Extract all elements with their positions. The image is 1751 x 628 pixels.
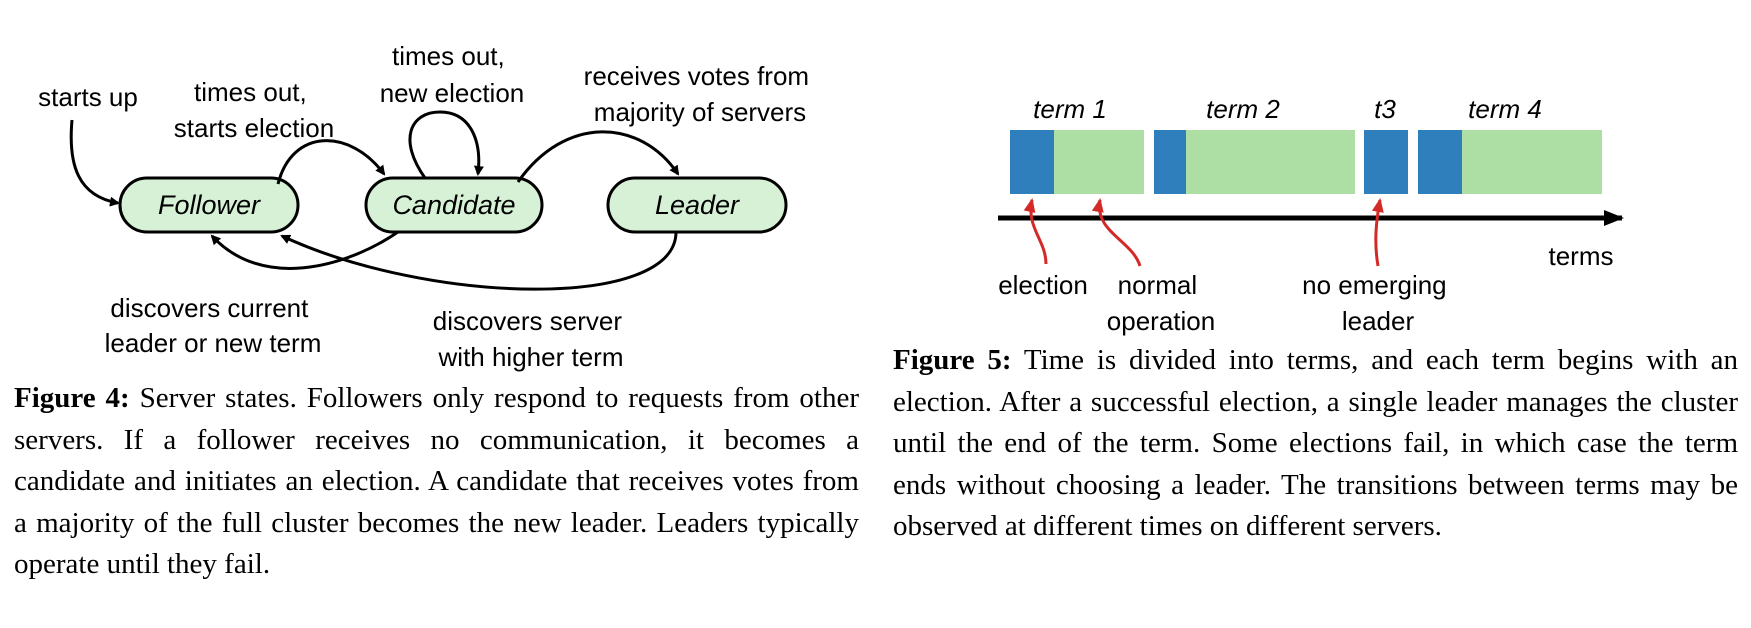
term-4-normal-operation-segment	[1462, 130, 1602, 194]
label-receives-votes-line2: majority of servers	[594, 97, 806, 127]
term-label-1: term 1	[1033, 94, 1107, 124]
state-candidate-label: Candidate	[392, 190, 515, 220]
arrow-leader-to-follower	[280, 231, 678, 291]
term-label-4: term 4	[1468, 94, 1542, 124]
annotation-label-normal-operation-line1: normal	[1118, 270, 1197, 300]
term-3-election-segment	[1364, 130, 1408, 194]
figure-4-caption-label: Figure 4:	[14, 382, 130, 414]
term-1-election-segment	[1010, 130, 1054, 194]
term-label-2: term 2	[1206, 94, 1280, 124]
time-axis-label: terms	[1549, 241, 1614, 271]
arrow-candidate-to-follower	[210, 230, 399, 270]
state-candidate: Candidate	[364, 176, 544, 234]
label-discovers-server-higher-term: discovers server with higher term	[433, 306, 630, 372]
arrow-candidate-self-loop	[408, 110, 484, 179]
term-block-3	[1364, 130, 1408, 194]
annotation-label-election: election	[998, 270, 1088, 300]
state-leader-shape	[606, 176, 788, 234]
annotation-label-normal-operation-line2: operation	[1107, 306, 1215, 336]
label-discovers-current-leader-line1: discovers current	[110, 293, 309, 323]
label-receives-votes-line1: receives votes from	[584, 61, 809, 91]
term-1-normal-operation-segment	[1054, 130, 1144, 194]
label-times-out-starts-election-line1: times out,	[194, 77, 307, 107]
label-discovers-current-leader: discovers current leader or new term	[105, 293, 322, 358]
annotation-label-no-emerging-leader-line1: no emerging	[1302, 270, 1447, 300]
label-times-out-new-election-line1: times out,	[392, 41, 505, 71]
figure-4-caption: Figure 4: Server states. Followers only …	[14, 378, 859, 586]
annotation-arrow-election	[1023, 198, 1048, 265]
label-discovers-server-higher-term-line2: with higher term	[438, 342, 624, 372]
figure-5-caption-label: Figure 5:	[893, 344, 1012, 376]
annotation-label-no-emerging-leader: no emerging leader	[1302, 270, 1454, 336]
annotation-arrow-no-emerging-leader	[1371, 198, 1384, 267]
annotation-arrow-normal-operation	[1091, 198, 1142, 267]
figure-4-caption-text: Server states. Followers only respond to…	[14, 382, 859, 580]
label-times-out-new-election-line2: new election	[380, 78, 525, 108]
state-leader: Leader	[606, 176, 788, 234]
state-follower: Follower	[118, 176, 300, 234]
figure-5-caption-text: Time is divided into terms, and each ter…	[893, 344, 1738, 542]
figure-5-caption: Figure 5: Time is divided into terms, an…	[893, 340, 1738, 548]
annotation-label-no-emerging-leader-line2: leader	[1342, 306, 1415, 336]
term-4-election-segment	[1418, 130, 1462, 194]
annotation-label-normal-operation: normal operation	[1107, 270, 1215, 336]
label-discovers-current-leader-line2: leader or new term	[105, 328, 322, 358]
state-follower-shape	[118, 176, 300, 234]
label-times-out-starts-election: times out, starts election	[174, 77, 334, 143]
label-times-out-starts-election-line2: starts election	[174, 113, 334, 143]
arrow-candidate-to-leader	[516, 130, 680, 183]
state-candidate-shape	[364, 176, 544, 234]
figure-5-diagram: term 1 term 2 t3 term 4 terms el	[998, 94, 1624, 336]
label-receives-votes: receives votes from majority of servers	[584, 61, 817, 127]
term-block-1	[1010, 130, 1144, 194]
term-label-3: t3	[1374, 94, 1396, 124]
state-follower-label: Follower	[158, 190, 261, 220]
term-2-normal-operation-segment	[1186, 130, 1355, 194]
figure-4-diagram: Follower Candidate Leader starts up time…	[38, 41, 817, 372]
term-block-2	[1154, 130, 1355, 194]
term-2-election-segment	[1154, 130, 1186, 194]
arrow-follower-to-candidate	[276, 139, 386, 185]
term-block-4	[1418, 130, 1602, 194]
label-starts-up: starts up	[38, 82, 138, 112]
label-discovers-server-higher-term-line1: discovers server	[433, 306, 623, 336]
state-leader-label: Leader	[655, 190, 740, 220]
label-times-out-new-election: times out, new election	[380, 41, 525, 108]
arrow-starts-up	[69, 119, 120, 207]
